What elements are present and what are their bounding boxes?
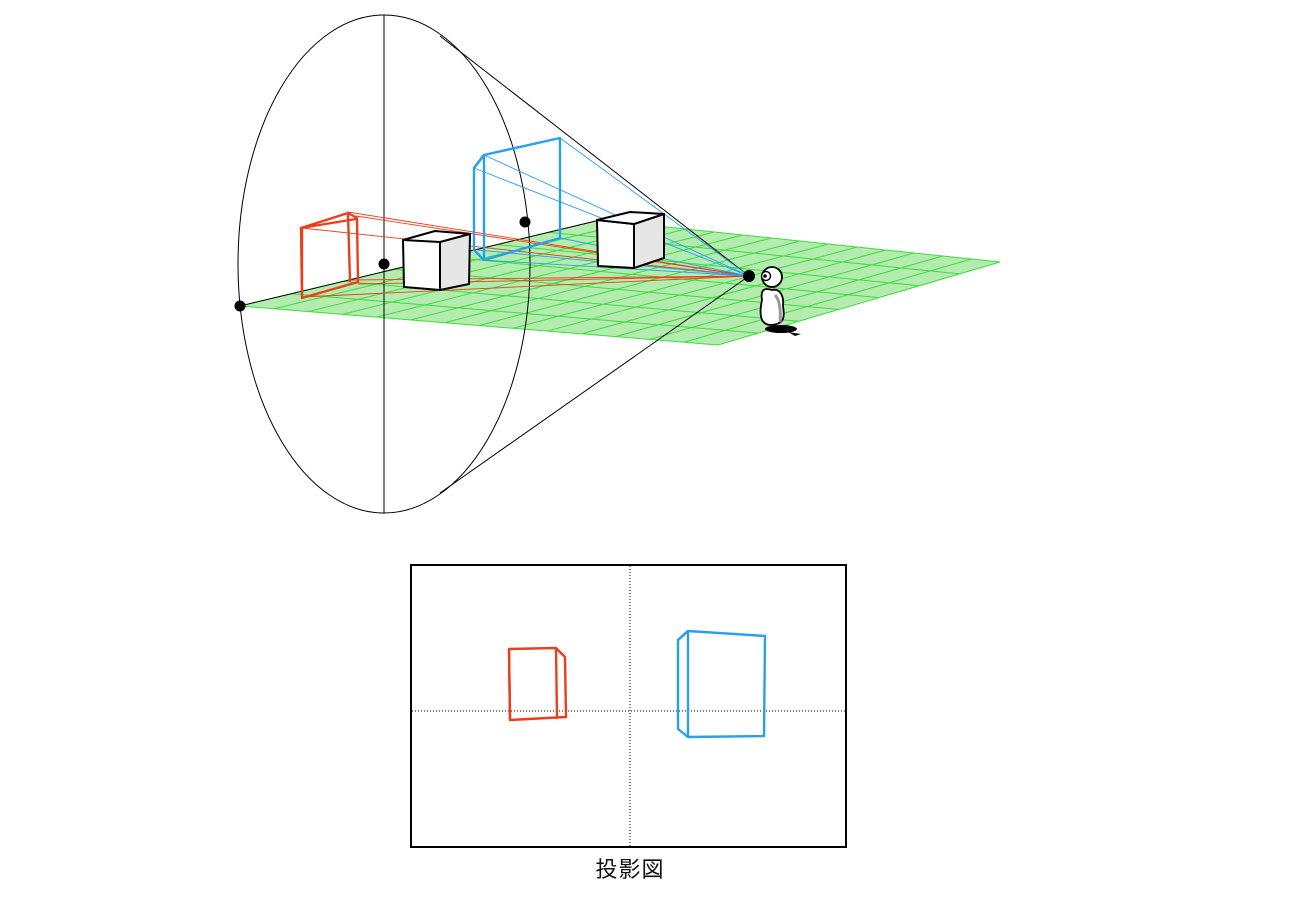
- projected-red-rectangle: [507, 646, 568, 722]
- eye-point: [743, 270, 755, 282]
- projected-blue-rectangle: [676, 629, 767, 739]
- ground-grid-line: [513, 243, 829, 329]
- red-projection-rays: [301, 211, 750, 298]
- ground-grid-line: [291, 293, 759, 334]
- ellipse-left-point: [234, 300, 246, 312]
- projection-view-caption: 投影図: [595, 858, 665, 883]
- far-cube: [596, 211, 665, 269]
- near-cube: [402, 230, 471, 291]
- projection-view-panel: [410, 564, 847, 848]
- red-projected-box: [299, 211, 360, 300]
- blue-projected-box: [472, 136, 562, 262]
- view-cone-upper-line: [439, 35, 750, 277]
- observer-figure-icon: [759, 266, 801, 336]
- ground-grid-line: [478, 240, 801, 326]
- picture-plane-center-point: [378, 258, 390, 270]
- ground-grid-line: [581, 249, 886, 335]
- projection-view-frame: [410, 564, 847, 848]
- view-cone-lower-line: [439, 275, 750, 494]
- ground-grid-line: [497, 244, 920, 287]
- ground-grid-line: [649, 255, 943, 340]
- ground-grid-line: [547, 246, 858, 332]
- ground-grid-line: [683, 258, 972, 343]
- ellipse-right-point: [519, 216, 531, 228]
